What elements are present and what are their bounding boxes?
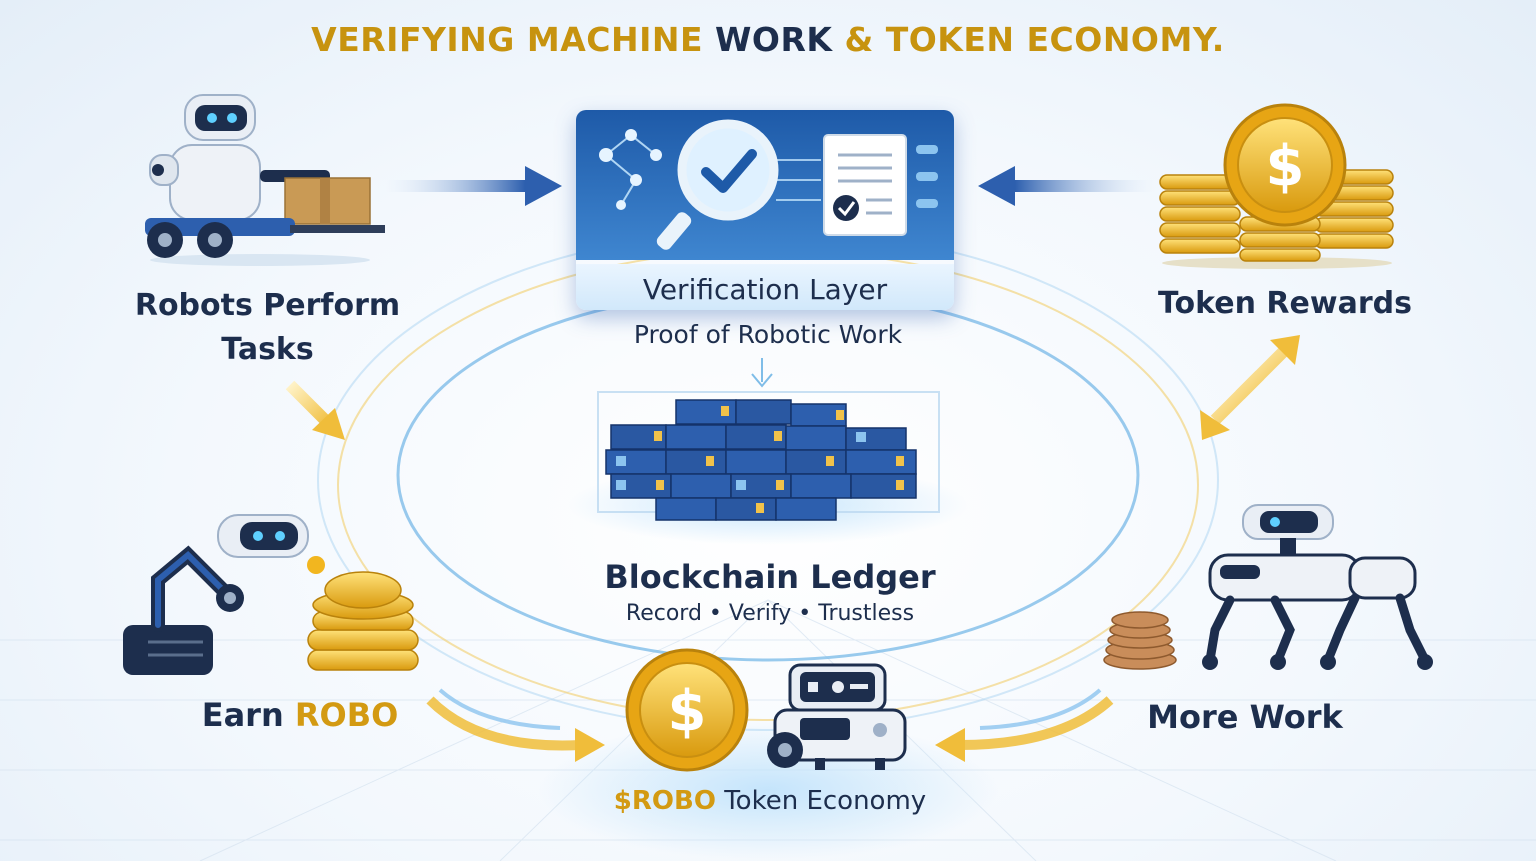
robots-label: Robots Perform Tasks: [120, 284, 415, 372]
robot-dog-icon: [1103, 504, 1433, 670]
arrow-rewards-to-morework: [1200, 335, 1300, 440]
verification-sublabel: Proof of Robotic Work: [633, 320, 903, 349]
economy-label-rest: Token Economy: [724, 786, 927, 816]
arrow-earn-to-economy: [426, 688, 605, 762]
verification-panel: Verification Layer: [576, 110, 954, 310]
robots-label-line2: Tasks: [221, 332, 314, 367]
ledger-sublabel: Record • Verify • Trustless: [625, 601, 915, 626]
blockchain-blocks-icon: [597, 391, 940, 521]
verification-label: Verification Layer: [642, 272, 888, 306]
arrow-robots-to-verification: [385, 166, 562, 206]
coin-symbol-top: $: [1266, 134, 1305, 199]
coin-symbol-bottom: $: [668, 679, 707, 744]
magnifier-checklist-icon: [576, 110, 954, 260]
arrow-verification-to-ledger: [751, 358, 773, 388]
title-part-3: & TOKEN ECONOMY.: [844, 20, 1225, 59]
diagram-title: VERIFYING MACHINE WORK & TOKEN ECONOMY.: [0, 20, 1536, 59]
more-work-label: More Work: [1147, 698, 1343, 736]
coin-and-robot-icon: $: [625, 648, 907, 772]
earn-label-prefix: Earn: [201, 696, 284, 734]
earn-label-highlight: ROBO: [294, 696, 399, 734]
robot-arm-coins-icon: [123, 514, 419, 675]
ledger-label: Blockchain Ledger: [604, 558, 936, 596]
arrow-rewards-to-verification: [978, 166, 1155, 206]
gold-coin-stack-icon: $: [1159, 103, 1394, 269]
robots-label-line1: Robots Perform: [134, 288, 401, 323]
robot-carrying-box-icon: [145, 94, 385, 266]
economy-label: $ROBO Token Economy: [560, 786, 980, 816]
arrow-robots-to-earn: [285, 380, 345, 440]
earn-label: Earn ROBO: [150, 696, 450, 734]
title-part-1: VERIFYING MACHINE: [311, 20, 704, 59]
rewards-label: Token Rewards: [1158, 286, 1412, 321]
economy-label-highlight: $ROBO: [613, 786, 716, 816]
arrow-morework-to-economy: [935, 688, 1114, 762]
title-part-2: WORK: [715, 20, 833, 59]
